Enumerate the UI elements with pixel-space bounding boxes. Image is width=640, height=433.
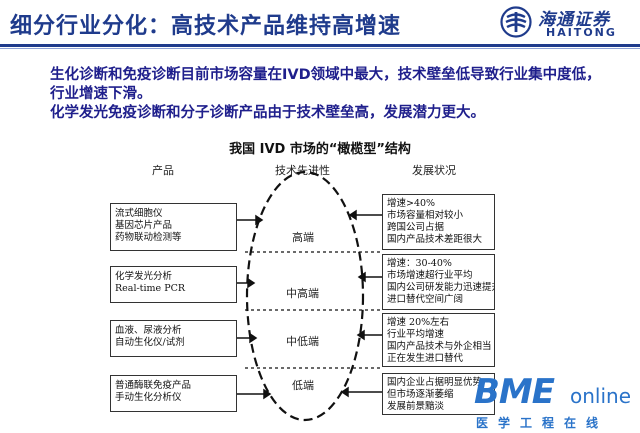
product-item: 基因芯片产品: [115, 220, 173, 231]
bme-online-watermark: BME online 医学工程在线: [434, 372, 640, 433]
column-header-tech: 技术先进性: [275, 164, 330, 177]
haitong-emblem-icon: [500, 6, 532, 38]
arrow-head: [348, 209, 357, 221]
status-item: 跨国公司占据: [387, 222, 445, 233]
product-item: Real-time PCR: [115, 283, 186, 294]
tier-label-mid-low: 中低端: [286, 335, 319, 348]
status-box-high: 增速>40% 市场容量相对较小 跨国公司占据 国内产品技术差距很大: [382, 194, 495, 250]
arrow-head: [340, 386, 349, 398]
status-item: 国内公司研发能力迅速提升: [387, 282, 495, 293]
title-divider-thin: [0, 48, 640, 49]
watermark-subtitle: 医学工程在线: [476, 416, 609, 430]
tier-label-high: 高端: [292, 231, 314, 244]
status-item: 国内企业占据明显优势: [387, 377, 483, 388]
watermark-suffix: online: [570, 384, 632, 408]
product-box-mid-high: 化学发光分析 Real-time PCR: [110, 266, 237, 303]
status-item: 行业平均增速: [387, 329, 445, 340]
status-item: 市场容量相对较小: [387, 210, 464, 221]
bullet-item: 化学发光免疫诊断和分子诊断产品由于技术壁垒高，发展潜力更大。: [50, 105, 485, 121]
product-item: 血液、尿液分析: [115, 325, 182, 336]
status-box-mid-low: 增速 20%左右 行业平均增速 国内产品技术与外企相当 正在发生进口替代: [382, 313, 495, 367]
status-item: 增速 20%左右: [387, 317, 450, 328]
status-item: 国内产品技术差距很大: [387, 234, 483, 245]
title-divider: [0, 44, 640, 47]
haitong-logo: 海通证券 HAITONG: [500, 4, 635, 40]
status-item: 增速>40%: [387, 198, 436, 209]
product-box-mid-low: 血液、尿液分析 自动生化仪/试剂: [110, 320, 237, 357]
product-item: 自动生化仪/试剂: [115, 337, 185, 348]
tier-label-mid-high: 中高端: [286, 287, 319, 300]
status-item: 增速：30-40%: [387, 258, 452, 269]
status-box-low: 国内企业占据明显优势 但市场逐渐萎缩 发展前景黯淡: [382, 373, 495, 415]
status-item: 国内产品技术与外企相当: [387, 341, 492, 352]
column-header-status: 发展状况: [412, 164, 456, 177]
status-item: 市场增速超行业平均: [387, 270, 473, 281]
title-bar: 细分行业分化：高技术产品维持高增速 海通证券 HAITONG: [0, 0, 640, 46]
arrow-head: [255, 214, 264, 226]
arrow-head: [247, 277, 256, 289]
column-header-product: 产品: [152, 164, 174, 177]
arrow-head: [263, 388, 272, 400]
status-item: 正在发生进口替代: [387, 353, 464, 364]
bullet-list: 生化诊断和免疫诊断目前市场容量在IVD领域中最大，技术壁垒低导致行业集中度低，行…: [50, 66, 610, 123]
slide-title: 细分行业分化：高技术产品维持高增速: [10, 14, 402, 39]
status-item: 发展前景黯淡: [387, 401, 445, 412]
bullet-item: 生化诊断和免疫诊断目前市场容量在IVD领域中最大，技术壁垒低导致行业集中度低，行…: [50, 67, 601, 102]
arrow-head: [249, 332, 258, 344]
chart-title: 我国 IVD 市场的“橄榄型”结构: [229, 142, 411, 157]
tier-label-low: 低端: [292, 379, 314, 392]
product-item: 手动生化分析仪: [115, 392, 182, 403]
arrow-head: [357, 271, 366, 283]
product-item: 化学发光分析: [115, 271, 173, 282]
arrow-head: [356, 329, 365, 341]
status-box-mid-high: 增速：30-40% 市场增速超行业平均 国内公司研发能力迅速提升 进口替代空间广…: [382, 254, 495, 310]
status-item: 进口替代空间广阔: [387, 294, 464, 305]
logo-name-cn: 海通证券: [538, 10, 610, 30]
product-item: 流式细胞仪: [115, 208, 163, 219]
product-box-high: 流式细胞仪 基因芯片产品 药物联动检测等: [110, 203, 237, 251]
status-item: 但市场逐渐萎缩: [387, 389, 454, 400]
watermark-brand: BME: [474, 372, 555, 412]
logo-name-en: HAITONG: [546, 26, 617, 39]
product-box-low: 普通酶联免疫产品 手动生化分析仪: [110, 375, 237, 412]
product-item: 药物联动检测等: [115, 232, 182, 243]
product-item: 普通酶联免疫产品: [115, 380, 192, 391]
